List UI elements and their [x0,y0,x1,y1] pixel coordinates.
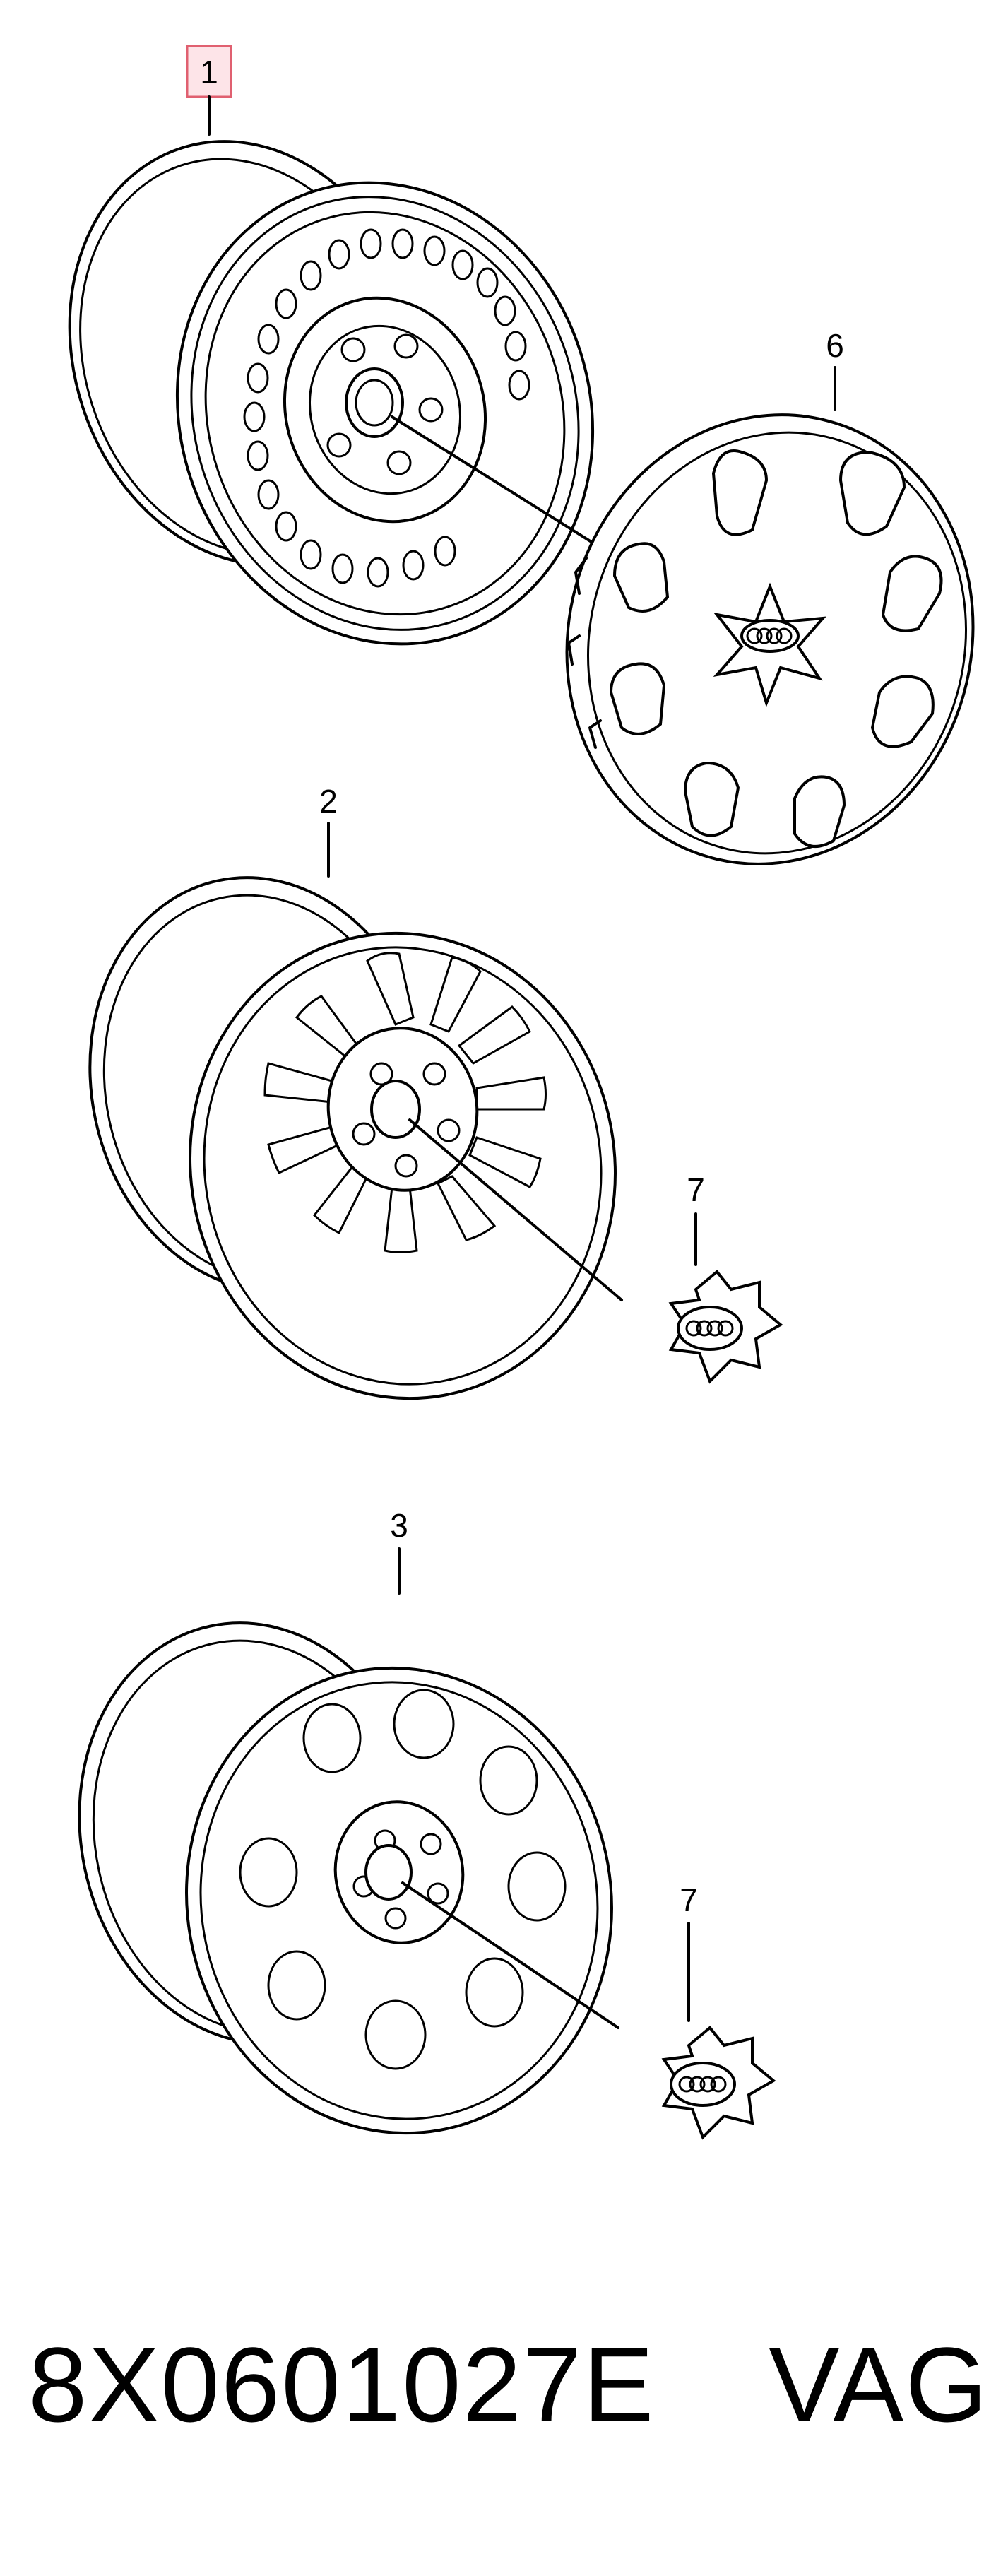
callout-7-b[interactable]: 7 [680,1881,698,2022]
part-number-footer: 8X0601027E VAG [28,2321,989,2448]
callout-6[interactable]: 6 [826,327,844,411]
center-cap-b-drawing [661,2026,776,2140]
callout-7-a[interactable]: 7 [687,1171,705,1266]
part-number: 8X0601027E [28,2325,656,2444]
alloy-rim-spoked-drawing [88,876,623,1400]
steel-rim-drawing [68,140,602,646]
callout-2-label: 2 [319,783,338,820]
steel-rim-vent-holes [243,228,530,588]
callout-3[interactable]: 3 [390,1507,408,1595]
center-cap-b-rings-logo [678,2076,727,2093]
center-cap-a-drawing [668,1270,783,1384]
alloy-rim-holes-drawing [78,1621,619,2135]
callout-3-label: 3 [390,1507,408,1544]
alloy-rim-spoke-windows [263,952,547,1253]
brand-name: VAG [769,2325,989,2444]
callout-7-b-label: 7 [680,1881,698,1918]
hubcap-rings-logo [746,627,793,644]
center-cap-a-rings-logo [685,1320,734,1337]
alloy-rim-round-windows [239,1689,567,2070]
callout-1[interactable]: 1 [186,45,232,136]
callout-6-label: 6 [826,327,844,364]
callout-1-label: 1 [200,54,218,90]
callout-7-a-label: 7 [687,1171,705,1208]
hubcap-drawing [565,413,975,865]
callout-2[interactable]: 2 [319,783,338,878]
hubcap-slots [609,449,943,848]
